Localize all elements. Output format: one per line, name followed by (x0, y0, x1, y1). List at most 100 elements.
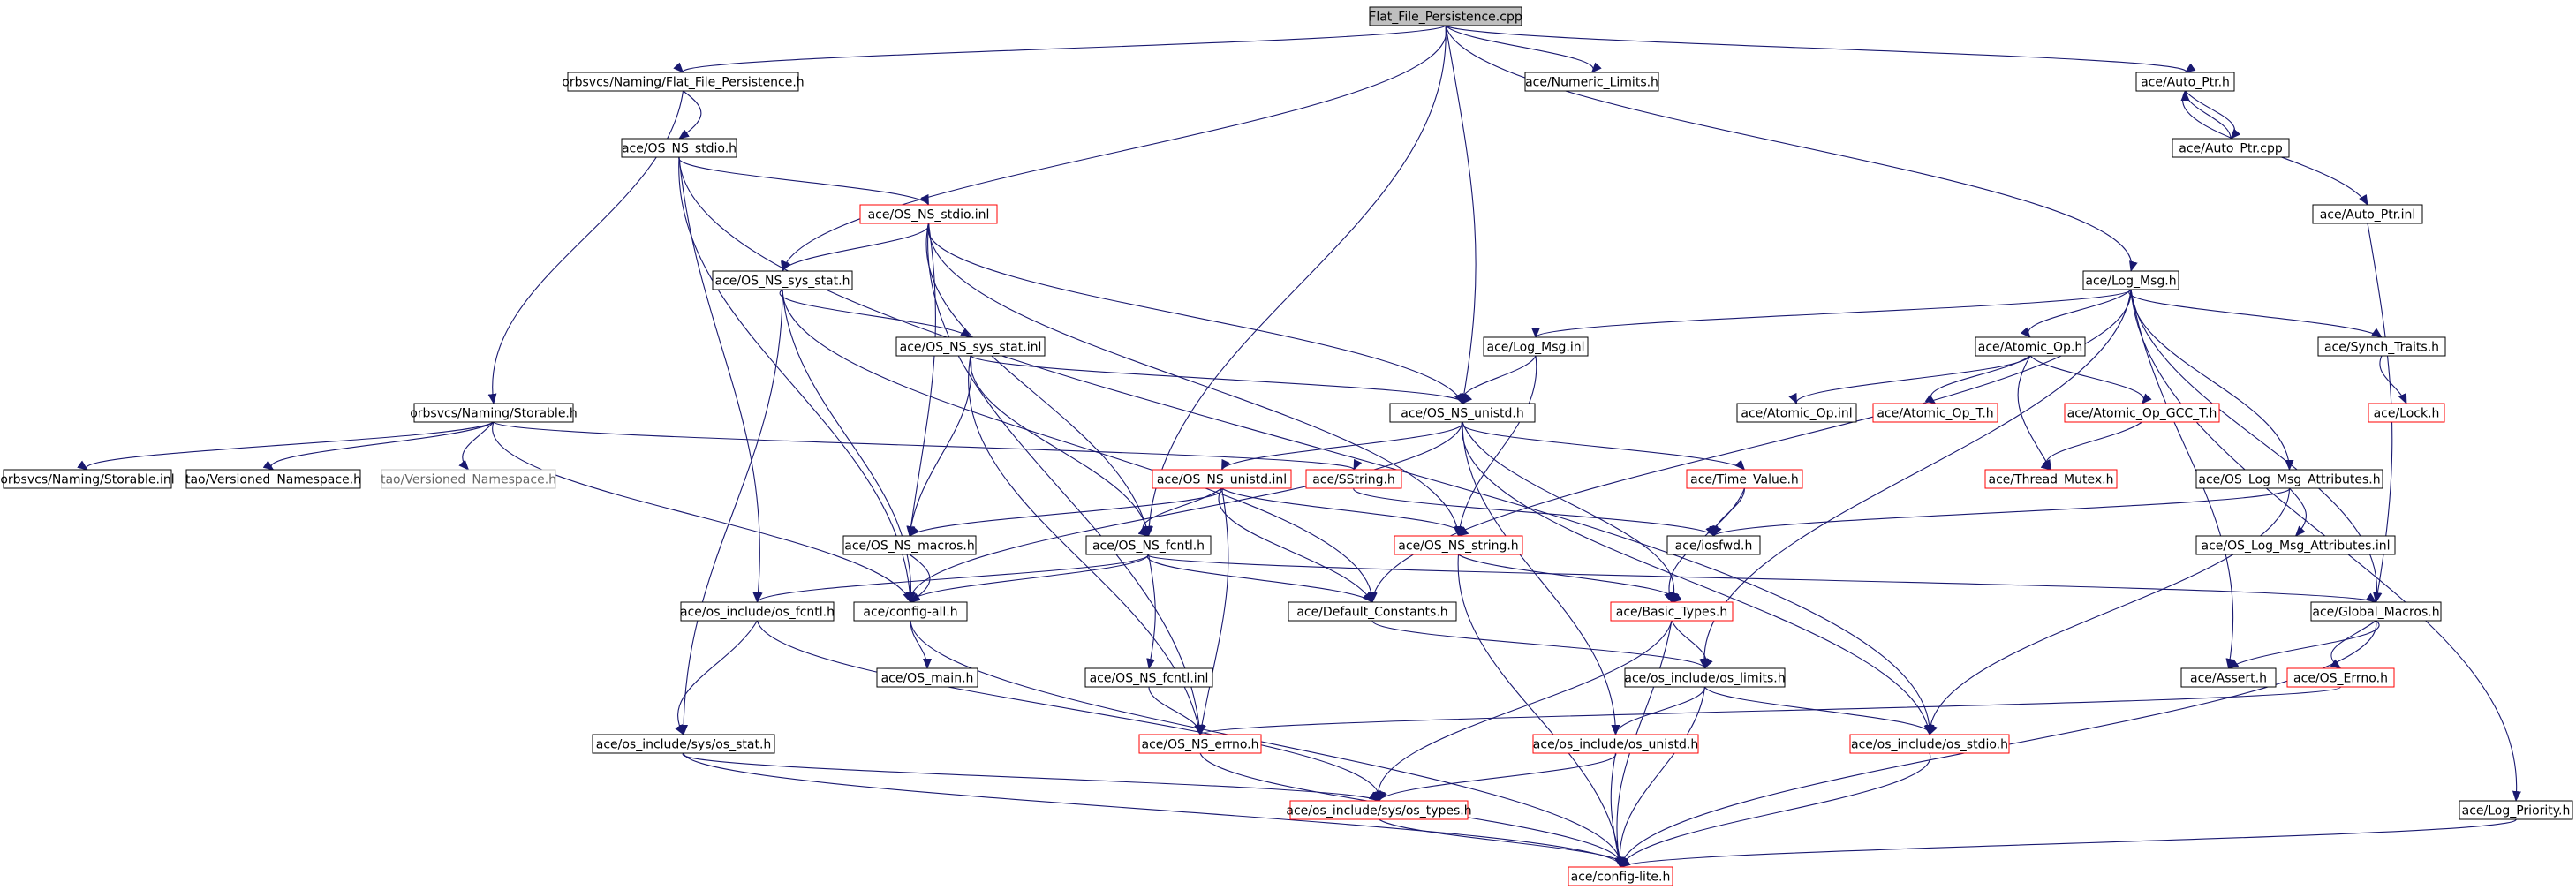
edge-globalmacros-to-configlite (1618, 620, 2377, 868)
node-sysstat_inl[interactable]: ace/OS_NS_sys_stat.inl (895, 336, 1046, 357)
node-unistd_inl[interactable]: ace/OS_NS_unistd.inl (1152, 469, 1292, 489)
node-box (1152, 469, 1292, 489)
node-systypes[interactable]: ace/os_include/sys/os_types.h (1286, 800, 1472, 820)
node-label: ace/OS_NS_errno.h (1141, 738, 1258, 752)
node-box (2135, 72, 2235, 92)
node-autoptr_cpp[interactable]: ace/Auto_Ptr.cpp (2172, 138, 2290, 158)
edge-stdio_inl-to-macros (906, 222, 937, 537)
edge-logattr_h-to-osi_stdio (1925, 487, 2291, 735)
node-basictypes[interactable]: ace/Basic_Types.h (1610, 601, 1734, 622)
node-autoptr_inl[interactable]: ace/Auto_Ptr.inl (2312, 204, 2423, 224)
node-autoptr_h[interactable]: ace/Auto_Ptr.h (2135, 72, 2235, 92)
node-lock[interactable]: ace/Lock.h (2368, 403, 2445, 423)
edge-root-to-ffp_h (673, 25, 1447, 73)
node-sysstat_h[interactable]: ace/OS_NS_sys_stat.h (712, 270, 853, 290)
edge-storable_h-to-versioned2 (458, 421, 495, 471)
edge-limits-to-osi_unistd (1611, 686, 1706, 735)
edge-root-to-autoptr_h (1445, 25, 2196, 73)
edges-layer (77, 25, 2521, 868)
node-box (592, 734, 775, 754)
edge-atomic_gcc-to-threadmutex (2040, 421, 2142, 471)
node-numlim[interactable]: ace/Numeric_Limits.h (1524, 72, 1659, 92)
node-label: tao/Versioned_Namespace.h (185, 473, 361, 487)
edge-logmsg_h-to-logmsg_inl (1531, 289, 2132, 338)
node-stdio_inl[interactable]: ace/OS_NS_stdio.inl (859, 204, 998, 224)
node-atomic_gcc[interactable]: ace/Atomic_Op_GCC_T.h (2064, 403, 2220, 423)
edge-osi_fcntl-to-systypes (756, 620, 1386, 802)
node-label: ace/Log_Msg.inl (1487, 341, 1585, 355)
node-globalmacros[interactable]: ace/Global_Macros.h (2310, 601, 2442, 622)
node-stdio_h[interactable]: ace/OS_NS_stdio.h (621, 138, 737, 158)
node-sysstat_osi[interactable]: ace/os_include/sys/os_stat.h (592, 734, 775, 754)
node-label: ace/OS_NS_fcntl.h (1092, 539, 1205, 554)
edge-root-to-numlim (1445, 25, 1602, 73)
node-logattr_inl[interactable]: ace/OS_Log_Msg_Attributes.inl (2195, 535, 2396, 555)
node-label: ace/os_include/sys/os_stat.h (596, 738, 772, 752)
node-versioned2[interactable]: tao/Versioned_Namespace.h (381, 469, 556, 489)
node-box (853, 601, 968, 622)
node-box (712, 270, 853, 290)
edge-logmsg_h-to-synch (2128, 289, 2383, 338)
node-box (1394, 535, 1523, 555)
edge-sysstat_h-to-sysstat_osi (679, 289, 783, 735)
node-oserrno[interactable]: ace/OS_Errno.h (2286, 668, 2395, 688)
node-logmsg_inl[interactable]: ace/Log_Msg.inl (1483, 336, 1589, 357)
node-root[interactable]: Flat_File_Persistence.cpp (1369, 6, 1522, 26)
edge-root-to-unistd_h (1445, 25, 1477, 404)
node-fcntl_h[interactable]: ace/OS_NS_fcntl.h (1085, 535, 1212, 555)
node-errno[interactable]: ace/OS_NS_errno.h (1138, 734, 1262, 754)
node-box (567, 72, 799, 92)
node-versioned1[interactable]: tao/Versioned_Namespace.h (185, 469, 361, 489)
node-osi_stdio[interactable]: ace/os_include/os_stdio.h (1849, 734, 2010, 754)
node-osmain[interactable]: ace/OS_main.h (876, 668, 978, 688)
node-label: ace/Auto_Ptr.cpp (2179, 142, 2283, 156)
node-atomic_inl[interactable]: ace/Atomic_Op.inl (1736, 403, 1857, 423)
node-fcntl_inl[interactable]: ace/OS_NS_fcntl.inl (1084, 668, 1213, 688)
node-threadmutex[interactable]: ace/Thread_Mutex.h (1984, 469, 2118, 489)
edge-fcntl_h-to-globalmacros (1147, 554, 2377, 603)
node-label: ace/Thread_Mutex.h (1989, 473, 2114, 487)
edge-storable_h-to-versioned1 (262, 421, 495, 471)
node-logattr_h[interactable]: ace/OS_Log_Msg_Attributes.h (2195, 469, 2383, 489)
node-storable_inl[interactable]: orbsvcs/Naming/Storable.inl (0, 469, 175, 489)
node-synch[interactable]: ace/Synch_Traits.h (2317, 336, 2446, 357)
node-configall[interactable]: ace/config-all.h (853, 601, 968, 622)
node-storable_h[interactable]: orbsvcs/Naming/Storable.h (410, 403, 578, 423)
edge-unistd_inl-to-macros (909, 487, 1223, 537)
node-label: ace/OS_Errno.h (2293, 672, 2388, 686)
node-configlite[interactable]: ace/config-lite.h (1568, 866, 1673, 886)
edge-ffp_h-to-stdio_h (678, 90, 702, 140)
node-atomic_t[interactable]: ace/Atomic_Op_T.h (1872, 403, 1998, 423)
edge-sysstat_h-to-defconst (782, 289, 1377, 603)
node-defconst[interactable]: ace/Default_Constants.h (1288, 601, 1457, 622)
node-box (2286, 668, 2395, 688)
edge-unistd_h-to-osi_unistd (1462, 421, 1620, 735)
edge-logattr_h-to-iosfwd (1713, 487, 2291, 537)
edge-macros-to-configall (909, 554, 931, 603)
edge-sysstat_h-to-configall (782, 289, 916, 603)
edge-autoptr_h-to-autoptr_cpp (2185, 90, 2241, 140)
node-atomic_h[interactable]: ace/Atomic_Op.h (1975, 336, 2086, 357)
node-label: ace/Synch_Traits.h (2324, 341, 2439, 355)
node-iosfwd[interactable]: ace/iosfwd.h (1666, 535, 1761, 555)
node-macros[interactable]: ace/OS_NS_macros.h (842, 535, 977, 555)
node-sstring[interactable]: ace/SString.h (1305, 469, 1402, 489)
node-box (1289, 800, 1469, 820)
node-box (2172, 138, 2290, 158)
edge-root-to-logmsg_h (1445, 25, 2138, 272)
node-box (1568, 866, 1673, 886)
node-timevalue[interactable]: ace/Time_Value.h (1686, 469, 1803, 489)
node-label: ace/os_include/os_unistd.h (1533, 738, 1698, 752)
node-limits[interactable]: ace/os_include/os_limits.h (1624, 668, 1786, 688)
node-label: ace/OS_NS_macros.h (844, 539, 974, 554)
node-unistd_h[interactable]: ace/OS_NS_unistd.h (1389, 403, 1536, 423)
node-ffp_h[interactable]: orbsvcs/Naming/Flat_File_Persistence.h (562, 72, 805, 92)
node-string_h[interactable]: ace/OS_NS_string.h (1394, 535, 1523, 555)
node-logprio[interactable]: ace/Log_Priority.h (2459, 800, 2573, 820)
node-box (2082, 270, 2179, 290)
edge-ffp_h-to-storable_h (487, 90, 684, 404)
node-osi_fcntl[interactable]: ace/os_include/os_fcntl.h (680, 601, 835, 622)
node-assert[interactable]: ace/Assert.h (2180, 668, 2277, 688)
node-logmsg_h[interactable]: ace/Log_Msg.h (2082, 270, 2179, 290)
node-osi_unistd[interactable]: ace/os_include/os_unistd.h (1532, 734, 1699, 754)
